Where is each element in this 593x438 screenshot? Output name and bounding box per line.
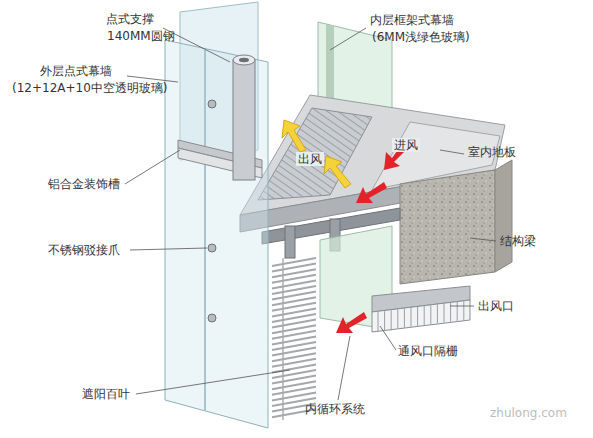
- part-label: (6MM浅绿色玻璃): [372, 30, 470, 44]
- air-out-arrow: [282, 120, 306, 152]
- part-label: 通风口隔栅: [398, 344, 458, 358]
- round-steel-top: [233, 55, 255, 65]
- airflow-label: 进风: [392, 138, 420, 152]
- outer-glass-pane: [165, 40, 268, 428]
- grille-lines: [378, 301, 464, 331]
- part-label: 出风口: [478, 299, 514, 313]
- air-outlet-arrow: [336, 312, 367, 333]
- sun-shade-louvers: [272, 258, 316, 420]
- beam-side: [495, 160, 512, 272]
- structural-beam: [400, 170, 495, 284]
- steel-profile: [285, 226, 295, 258]
- part-label: 内层框架式幕墙: [370, 13, 454, 27]
- part-label: 遮阳百叶: [82, 387, 130, 401]
- grille-slat: [457, 302, 458, 321]
- grille-slat: [450, 303, 451, 322]
- part-label: 不锈钢驳接爪: [48, 243, 120, 257]
- part-label: 外层点式幕墙: [40, 64, 112, 78]
- air-out-arrow: [324, 156, 351, 188]
- grille-slat: [378, 312, 379, 331]
- grille-slat: [404, 309, 405, 328]
- part-label: 140MM圆钢: [107, 29, 175, 43]
- watermark: zhulong.com: [490, 406, 567, 420]
- round-steel: [233, 60, 255, 180]
- glass-joint: [204, 50, 206, 410]
- grille-slat: [430, 305, 431, 324]
- grille-slat: [384, 311, 385, 330]
- louver-cord: [283, 258, 284, 420]
- spider-fitting: [208, 244, 216, 252]
- part-label: 内循环系统: [305, 402, 365, 416]
- grille-slat: [424, 306, 425, 325]
- spider-fitting: [208, 314, 216, 322]
- part-label: 点式支撑: [106, 12, 154, 26]
- leader-lines: [125, 28, 496, 400]
- grille-slat: [463, 301, 464, 320]
- spider-fitting: [208, 100, 216, 108]
- cavity-grating: [258, 108, 372, 200]
- grille-slat: [417, 307, 418, 326]
- grille-slat: [437, 304, 438, 323]
- grille-slat: [391, 310, 392, 329]
- grille-slat: [411, 308, 412, 327]
- airflow-label: 出风: [296, 152, 324, 166]
- round-steel-hole: [239, 58, 249, 62]
- part-label: 铝合金装饰槽: [48, 177, 120, 191]
- part-label: 室内地板: [468, 145, 516, 159]
- air-in-arrow: [356, 182, 387, 203]
- grille-slat: [397, 309, 398, 328]
- grille-slat: [444, 304, 445, 323]
- ventilation-grille: [372, 300, 470, 332]
- part-label: 结构梁: [500, 234, 536, 248]
- part-label: (12+12A+10中空透明玻璃): [12, 81, 168, 95]
